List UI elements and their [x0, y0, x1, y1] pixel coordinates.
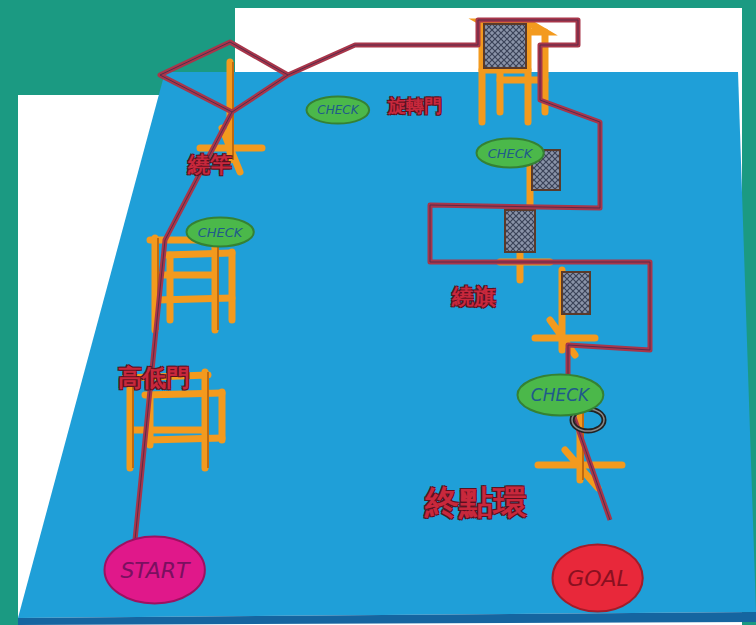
ellipse-outline: [186, 218, 253, 247]
goal-point: GOAL: [551, 543, 644, 613]
node-text: CHECK: [531, 385, 589, 405]
station-label: 繞竿: [188, 150, 232, 180]
ellipse-outline: [517, 375, 603, 416]
route-edge: [135, 20, 650, 540]
station-label: 繞旗: [452, 282, 496, 312]
node-text: GOAL: [567, 566, 629, 591]
check-point: CHECK: [305, 95, 371, 125]
node-text: CHECK: [317, 103, 358, 117]
start-point: START: [103, 535, 206, 605]
station-label: 高低門: [118, 362, 190, 394]
ellipse-outline: [476, 139, 543, 168]
node-text: CHECK: [198, 225, 243, 240]
ellipse-outline: [307, 97, 370, 124]
station-label: 終點環: [425, 480, 527, 526]
board: [18, 72, 756, 618]
check-point: CHECK: [475, 137, 545, 169]
check-point: CHECK: [185, 216, 255, 248]
node-text: CHECK: [488, 146, 533, 161]
gate-frames: [125, 22, 622, 488]
board-edge: [18, 612, 756, 625]
ellipse-outline: [105, 537, 205, 604]
check-point: CHECK: [516, 373, 605, 417]
ellipse-outline: [553, 545, 643, 612]
gate-shading: [133, 62, 583, 480]
node-text: START: [120, 558, 189, 583]
robot-route: [135, 20, 650, 540]
station-label: 旋轉門: [388, 94, 442, 118]
nets: [484, 24, 590, 314]
